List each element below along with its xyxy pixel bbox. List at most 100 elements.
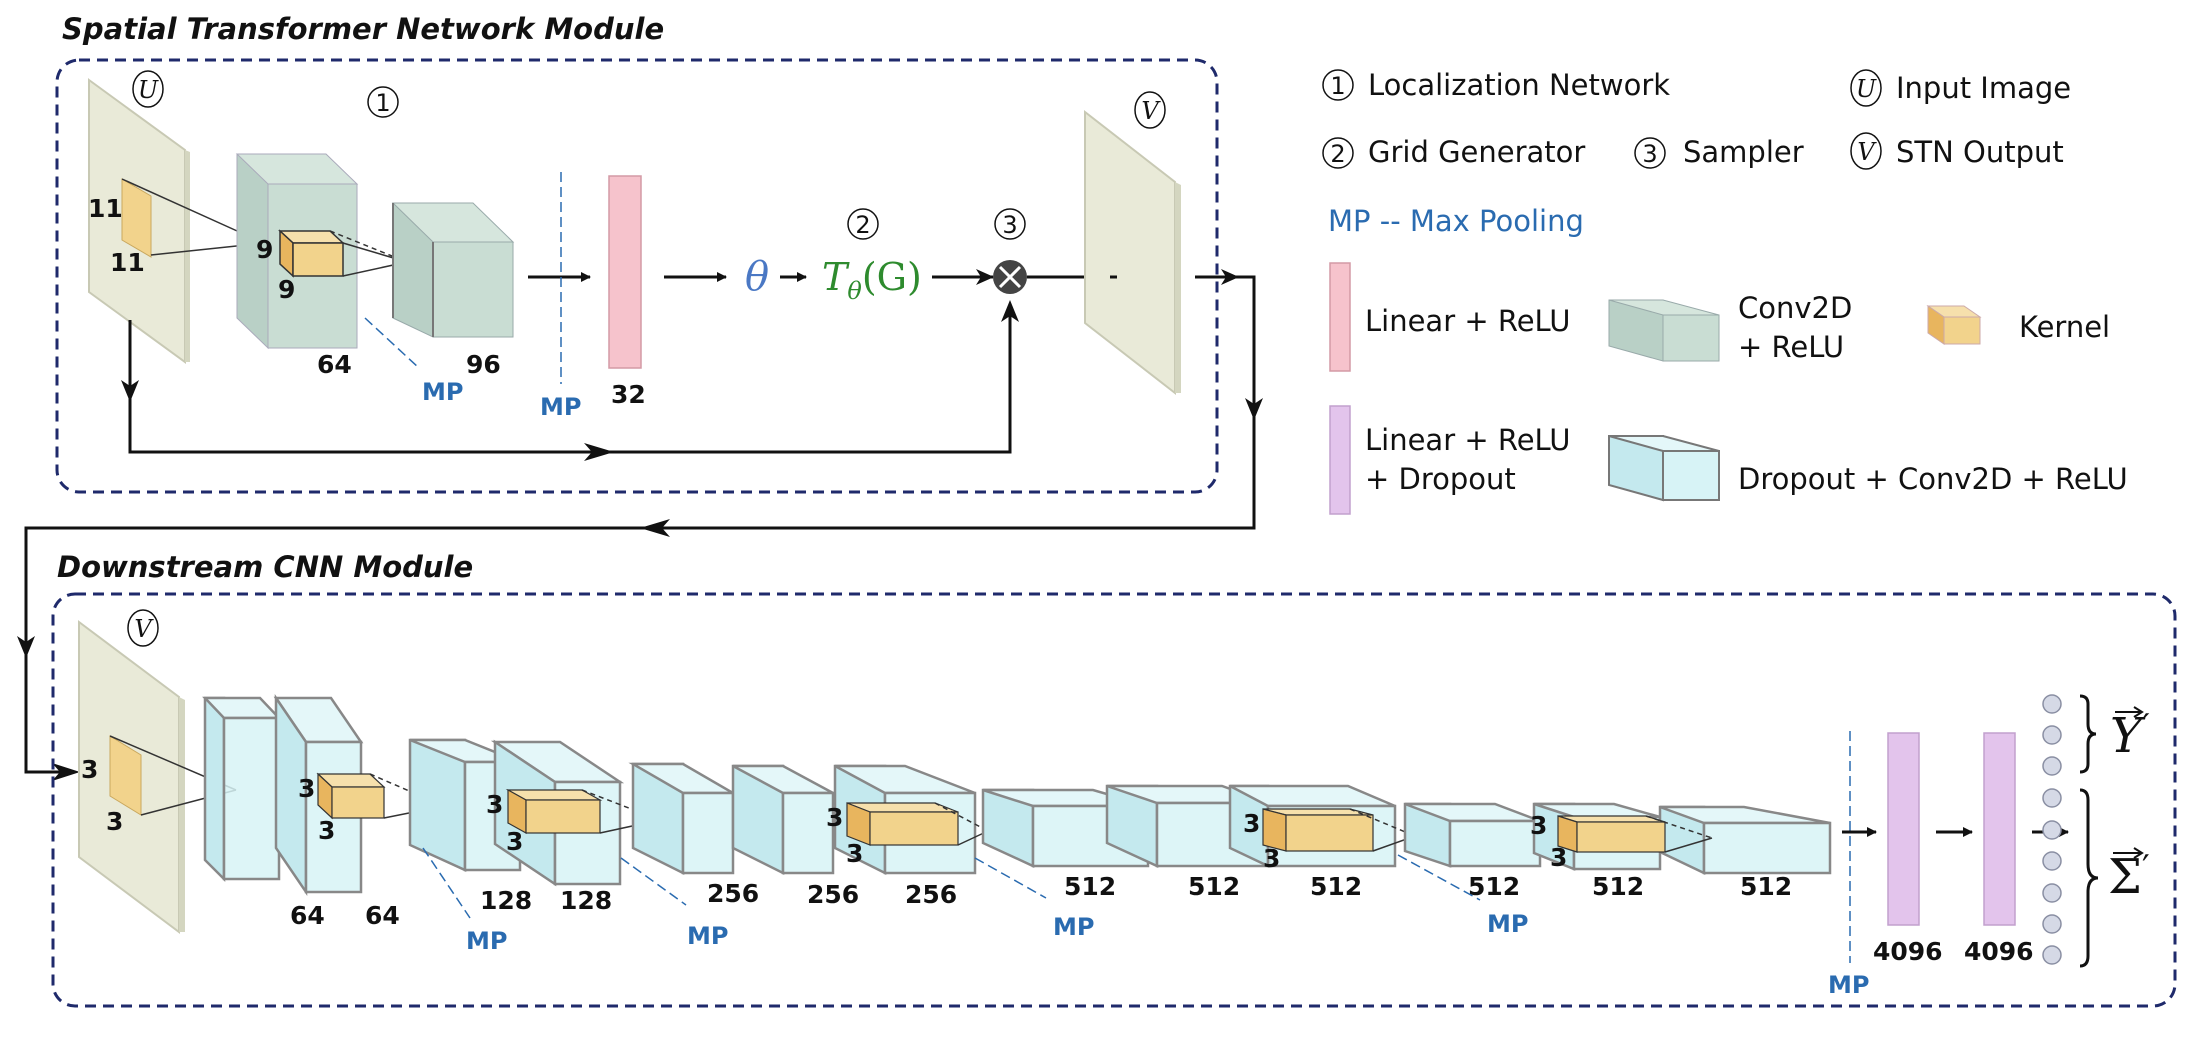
cnn-kernel-label-j: 3: [1263, 844, 1280, 873]
output-neuron: [2042, 883, 2062, 903]
cnn-block-256b: [731, 764, 835, 876]
output-neuron: [2042, 914, 2062, 934]
legend-linear-swatch: [1329, 262, 1351, 372]
svg-text:V: V: [1857, 138, 1877, 166]
svg-text:1: 1: [1330, 72, 1345, 100]
output-neuron: [2042, 756, 2062, 776]
cnn-block-512c: [1228, 784, 1397, 868]
sigma-output-symbol: Σ′: [2108, 848, 2150, 905]
kernel-9-width: 9: [278, 275, 295, 304]
cnn-v-marker-label: V: [134, 615, 154, 643]
cnn-kernel-label-b: 3: [106, 807, 123, 836]
cnn-kernel-label-d: 3: [318, 816, 335, 845]
kernel-11-width: 11: [110, 248, 145, 277]
legend-dropout-conv-swatch: [1608, 435, 1720, 502]
grid-transform-label: Tθ(G): [822, 255, 922, 305]
fc-4096-a: [1887, 732, 1920, 926]
cnn-mp-label-5: MP: [1828, 971, 1869, 999]
cnn-kernel-label-k: 3: [1530, 811, 1547, 840]
legend-grid-generator: Grid Generator: [1368, 135, 1585, 169]
legend-max-pooling: MP -- Max Pooling: [1328, 204, 1584, 238]
v-marker-label: V: [1141, 97, 1161, 125]
sampler-marker-label: 3: [1002, 211, 1017, 239]
cnn-kernel-label-l: 3: [1550, 843, 1567, 872]
stn-module-frame: [55, 58, 1219, 494]
cnn-256a-label: 256: [707, 879, 759, 908]
stn-kernel-9: [278, 229, 345, 278]
legend-stn-output: STN Output: [1896, 135, 2064, 169]
cnn-block-64a: [202, 696, 282, 883]
linear-32-label: 32: [611, 380, 646, 409]
legend-kernel-swatch: [1926, 305, 1982, 345]
cnn-128a-label: 128: [480, 886, 532, 915]
cnn-mp-label-4: MP: [1487, 910, 1528, 938]
cnn-256b-label: 256: [807, 880, 859, 909]
legend-conv-swatch: [1608, 299, 1720, 362]
stn-kernel-11: [121, 178, 152, 258]
kernel-9-height: 9: [256, 235, 273, 264]
grid-generator-marker-icon: [847, 208, 879, 240]
theta-symbol: θ: [745, 254, 769, 300]
legend-dropout-conv-relu: Dropout + Conv2D + ReLU: [1738, 462, 2128, 496]
u-marker-icon: [132, 70, 164, 108]
cnn-64b-label: 64: [365, 901, 400, 930]
cnn-module-frame: [51, 592, 2177, 1008]
fc-4096-a-label: 4096: [1873, 937, 1943, 966]
cnn-512d-label: 512: [1468, 872, 1520, 901]
legend-linear-relu: Linear + ReLU: [1365, 304, 1571, 338]
cnn-block-256a: [628, 762, 738, 876]
conv-64-label: 64: [317, 350, 352, 379]
cnn-512b-label: 512: [1188, 872, 1240, 901]
cnn-mp-label-1: MP: [466, 927, 507, 955]
cnn-mp-label-3: MP: [1053, 913, 1094, 941]
fc-4096-b-label: 4096: [1964, 937, 2034, 966]
stn-conv-96: [391, 202, 515, 338]
mp-label-2: MP: [540, 393, 581, 421]
output-neuron: [2042, 694, 2062, 714]
sigma-brace: [2079, 788, 2099, 968]
cnn-block-512f: [1658, 805, 1832, 875]
cnn-512a-label: 512: [1064, 872, 1116, 901]
legend-input-image: Input Image: [1896, 71, 2071, 105]
cnn-64a-label: 64: [290, 901, 325, 930]
cnn-kernel-label-g: 3: [826, 803, 843, 832]
cnn-block-128a: [408, 738, 522, 872]
output-neuron: [2042, 820, 2062, 840]
output-neuron: [2042, 788, 2062, 808]
mp-label-1: MP: [422, 378, 463, 406]
output-neuron: [2042, 945, 2062, 965]
stn-output-plane: [1084, 109, 1181, 396]
svg-text:U: U: [1856, 75, 1877, 103]
legend-linear-dropout-line2: + Dropout: [1365, 462, 1516, 496]
conv-96-label: 96: [466, 350, 501, 379]
legend-linear-dropout-swatch: [1329, 405, 1351, 515]
stn-module-title: Spatial Transformer Network Module: [62, 12, 664, 46]
cnn-kernel-label-f: 3: [506, 827, 523, 856]
cnn-mp-label-2: MP: [687, 922, 728, 950]
stn-linear-32: [608, 175, 642, 369]
cnn-kernel-label-e: 3: [486, 790, 503, 819]
legend-kernel: Kernel: [2019, 310, 2110, 344]
cnn-512c-label: 512: [1310, 872, 1362, 901]
y-output-symbol: Y′: [2110, 707, 2150, 764]
cnn-512e-label: 512: [1592, 872, 1644, 901]
cnn-v-marker-icon: [127, 609, 159, 647]
localization-marker-label: 1: [375, 89, 390, 117]
mp-line-1: [364, 317, 420, 369]
output-neuron: [2042, 725, 2062, 745]
legend-conv-relu-line2: + ReLU: [1738, 330, 1844, 364]
sampler-marker-icon: [994, 208, 1026, 240]
output-neuron: [2042, 851, 2062, 871]
legend-conv-relu-line1: Conv2D: [1738, 291, 1852, 325]
cnn-128b-label: 128: [560, 886, 612, 915]
cnn-512f-label: 512: [1740, 872, 1792, 901]
cnn-block-512d: [1403, 802, 1542, 868]
cnn-kernel-label-i: 3: [1243, 809, 1260, 838]
cnn-256c-label: 256: [905, 880, 957, 909]
v-marker-icon: [1134, 91, 1166, 129]
output-neurons: [2042, 694, 2062, 965]
cnn-module-title: Downstream CNN Module: [57, 550, 473, 584]
grid-generator-marker-label: 2: [855, 211, 870, 239]
fc-4096-b: [1983, 732, 2016, 926]
